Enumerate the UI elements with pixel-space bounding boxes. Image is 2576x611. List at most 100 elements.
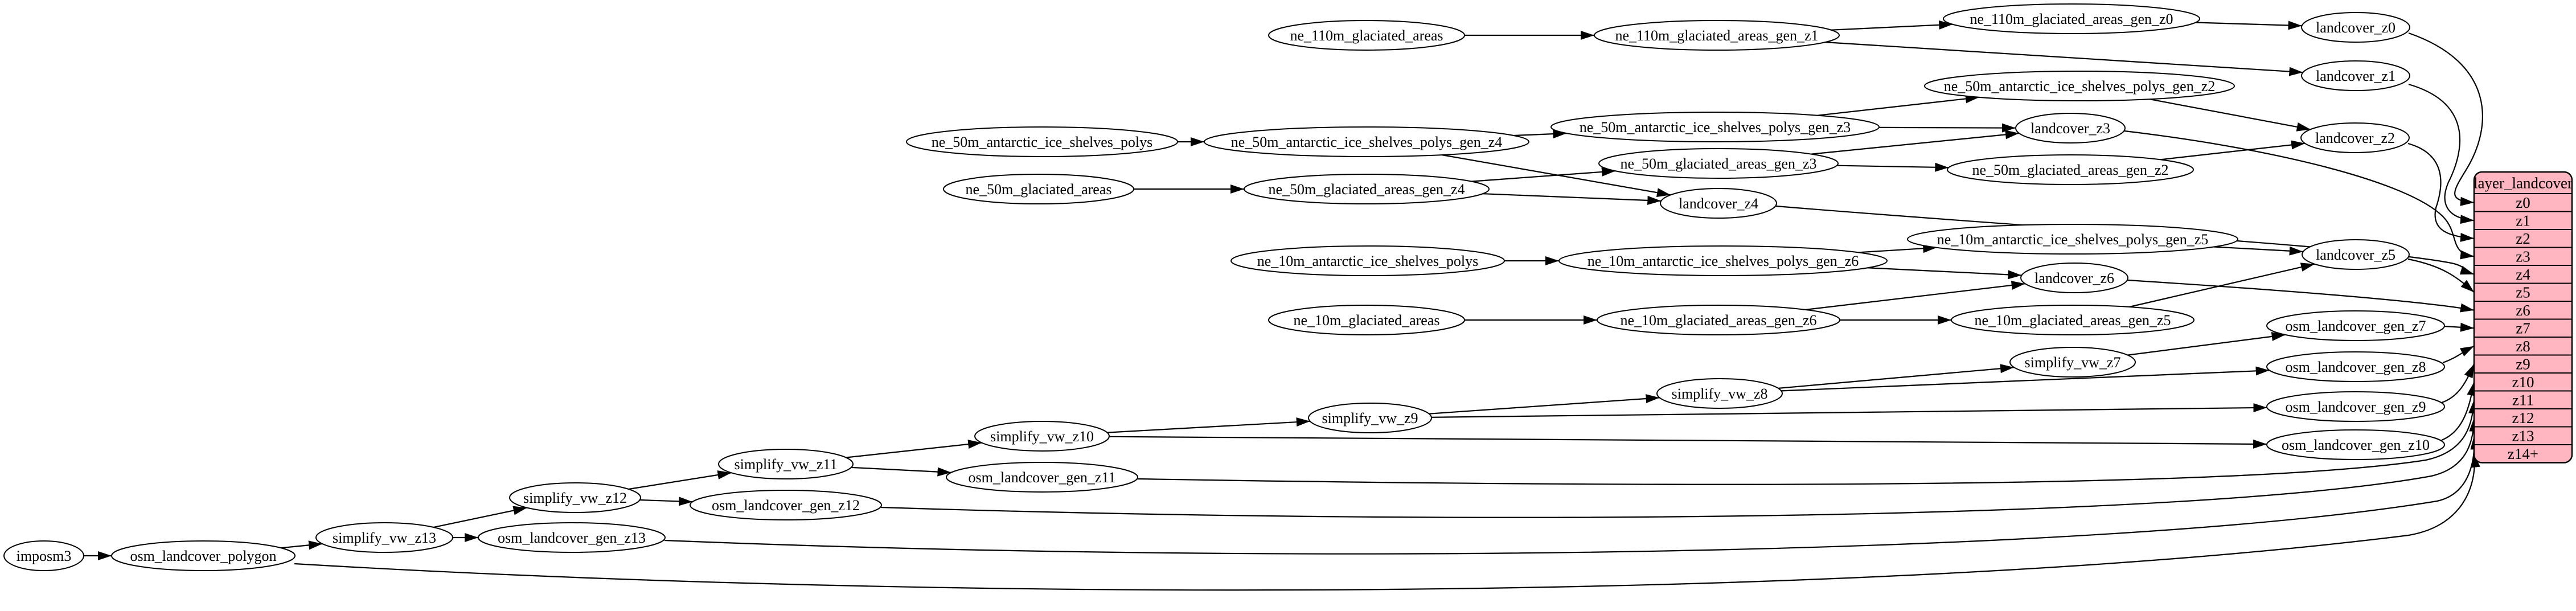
node-label: ne_50m_antarctic_ice_shelves_polys_gen_z… (1231, 134, 1503, 150)
node-ellipse (943, 174, 1134, 204)
node-osm_landcover_polygon: osm_landcover_polygon (111, 540, 296, 571)
table-row-z14+: z14+ (2508, 445, 2538, 462)
node-label: osm_landcover_gen_z10 (2282, 437, 2430, 453)
node-label: osm_landcover_gen_z13 (498, 530, 646, 546)
node-ellipse (315, 522, 453, 553)
node-label: landcover_z2 (2315, 130, 2395, 146)
node-ellipse (2020, 263, 2128, 293)
node-label: landcover_z4 (1679, 195, 1758, 212)
node-label: ne_110m_glaciated_areas_gen_z1 (1615, 27, 1818, 44)
node-imposm3: imposm3 (3, 540, 84, 571)
edge-simplify_vw_z11-to-osm_landcover_gen_z11 (851, 466, 951, 477)
edge-simplify_vw_z11-to-simplify_vw_z10 (846, 440, 982, 458)
node-landcover_z1: landcover_z1 (2301, 60, 2410, 91)
node-ellipse (1907, 224, 2238, 255)
node-osm_landcover_gen_z7: osm_landcover_gen_z7 (2266, 310, 2445, 341)
node-label: ne_10m_glaciated_areas (1294, 312, 1440, 329)
edges (84, 20, 2483, 591)
node-label: osm_landcover_gen_z12 (712, 497, 860, 514)
node-label: ne_50m_glaciated_areas_gen_z3 (1620, 155, 1816, 172)
node-label: landcover_z0 (2316, 19, 2395, 36)
node-osm_landcover_gen_z9: osm_landcover_gen_z9 (2266, 391, 2445, 422)
edge-ne_50m_antarctic_ice_shelves_polys_gen_z2-to-landcover_z2 (2150, 99, 2311, 132)
table-row-z10: z10 (2512, 374, 2534, 391)
node-label: landcover_z3 (2031, 120, 2110, 137)
table-row-z4: z4 (2516, 266, 2530, 283)
edge-ne_50m_glaciated_areas_gen_z4-to-landcover_z4 (1482, 193, 1662, 205)
node-label: simplify_vw_z13 (333, 530, 436, 546)
node-label: simplify_vw_z11 (734, 456, 837, 473)
node-ellipse (2300, 122, 2410, 153)
edge-landcover_z3-to-row-z3 (2124, 130, 2475, 260)
node-ellipse (946, 462, 1138, 493)
node-label: ne_50m_antarctic_ice_shelves_polys_gen_z… (1580, 119, 1851, 136)
node-label: ne_10m_antarctic_ice_shelves_polys (1257, 253, 1478, 269)
node-simplify_vw_z9: simplify_vw_z9 (1308, 403, 1432, 433)
nodes: imposm3 osm_landcover_polygon simplify_vw_… (3, 3, 2445, 571)
node-ellipse (2015, 113, 2126, 143)
edge-ne_110m_glaciated_areas_gen_z1-to-landcover_z1 (1825, 42, 2303, 76)
table-title: layer_landcover (2474, 174, 2573, 191)
edge-osm_landcover_gen_z8-to-row-z8 (2442, 345, 2475, 364)
node-ellipse (690, 490, 882, 520)
node-ne_50m_antarctic_ice_shelves_polys_gen_z2: ne_50m_antarctic_ice_shelves_polys_gen_z… (1924, 71, 2235, 101)
edge-ne_10m_antarctic_ice_shelves_polys_gen_z6-to-landcover_z6 (1867, 267, 2022, 280)
node-ellipse (1947, 154, 2194, 185)
edge-osm_landcover_gen_z11-to-row-z11 (1137, 400, 2478, 485)
edge-osm_landcover_gen_z12-to-row-z12 (880, 417, 2479, 518)
node-simplify_vw_z7: simplify_vw_z7 (2009, 347, 2136, 378)
node-ellipse (1594, 20, 1840, 51)
node-simplify_vw_z12: simplify_vw_z12 (509, 482, 641, 513)
node-label: osm_landcover_gen_z7 (2286, 318, 2426, 334)
table-row-z2: z2 (2516, 230, 2530, 247)
node-label: ne_50m_antarctic_ice_shelves_polys_gen_z… (1944, 78, 2216, 95)
node-label: ne_110m_glaciated_areas (1290, 27, 1443, 44)
node-label: ne_110m_glaciated_areas_gen_z0 (1970, 11, 2173, 27)
node-ne_110m_glaciated_areas_gen_z0: ne_110m_glaciated_areas_gen_z0 (1943, 3, 2200, 34)
node-ne_110m_glaciated_areas_gen_z1: ne_110m_glaciated_areas_gen_z1 (1594, 20, 1840, 51)
node-ellipse (1924, 71, 2235, 101)
node-label: landcover_z5 (2316, 247, 2395, 263)
node-ne_50m_antarctic_ice_shelves_polys: ne_50m_antarctic_ice_shelves_polys (906, 126, 1178, 157)
node-ne_10m_antarctic_ice_shelves_polys_gen_z6: ne_10m_antarctic_ice_shelves_polys_gen_z… (1558, 245, 1888, 276)
node-label: ne_50m_glaciated_areas_gen_z2 (1972, 162, 2168, 178)
edge-landcover_z6-to-row-z6 (2127, 279, 2475, 313)
node-label: osm_landcover_gen_z11 (969, 469, 1116, 486)
node-ne_50m_glaciated_areas_gen_z3: ne_50m_glaciated_areas_gen_z3 (1598, 148, 1839, 179)
edge-simplify_vw_z7-to-osm_landcover_gen_z7 (2127, 332, 2286, 356)
node-ellipse (2266, 310, 2445, 341)
node-ellipse (2301, 12, 2410, 43)
table-row-z13: z13 (2512, 428, 2534, 445)
node-ellipse (2266, 429, 2445, 460)
edge-simplify_vw_z13-to-simplify_vw_z12 (433, 506, 527, 528)
node-ne_110m_glaciated_areas: ne_110m_glaciated_areas (1268, 20, 1465, 51)
edge-ne_10m_glaciated_areas_gen_z5-to-landcover_z5 (2129, 263, 2315, 308)
node-ellipse (718, 449, 854, 479)
node-simplify_vw_z13: simplify_vw_z13 (315, 522, 453, 553)
node-label: ne_50m_glaciated_areas (966, 181, 1112, 198)
node-ne_50m_glaciated_areas_gen_z4: ne_50m_glaciated_areas_gen_z4 (1244, 174, 1490, 204)
node-ellipse (2266, 391, 2445, 422)
node-ne_10m_glaciated_areas_gen_z5: ne_10m_glaciated_areas_gen_z5 (1951, 305, 2194, 335)
node-label: simplify_vw_z12 (523, 490, 627, 506)
node-ellipse (509, 482, 641, 513)
node-ne_50m_antarctic_ice_shelves_polys_gen_z4: ne_50m_antarctic_ice_shelves_polys_gen_z… (1204, 126, 1529, 157)
table-row-z5: z5 (2516, 284, 2530, 301)
edge-ne_110m_glaciated_areas_gen_z0-to-landcover_z0 (2195, 20, 2302, 30)
node-ne_10m_glaciated_areas: ne_10m_glaciated_areas (1268, 305, 1465, 335)
node-label: ne_10m_antarctic_ice_shelves_polys_gen_z… (1588, 253, 1859, 269)
node-ellipse (2009, 347, 2136, 378)
node-ellipse (1204, 126, 1529, 157)
table-outline (2473, 171, 2573, 464)
node-ne_50m_glaciated_areas_gen_z2: ne_50m_glaciated_areas_gen_z2 (1947, 154, 2194, 185)
edge-simplify_vw_z10-to-osm_landcover_gen_z10 (1109, 436, 2267, 449)
edge-osm_landcover_gen_z10-to-row-z10 (2441, 382, 2476, 441)
node-ellipse (1244, 174, 1490, 204)
node-label: ne_10m_glaciated_areas_gen_z6 (1620, 312, 1816, 329)
node-simplify_vw_z8: simplify_vw_z8 (1656, 378, 1783, 409)
edge-simplify_vw_z12-to-osm_landcover_gen_z12 (639, 497, 693, 506)
table-row-z8: z8 (2516, 338, 2530, 355)
node-ellipse (478, 522, 666, 553)
